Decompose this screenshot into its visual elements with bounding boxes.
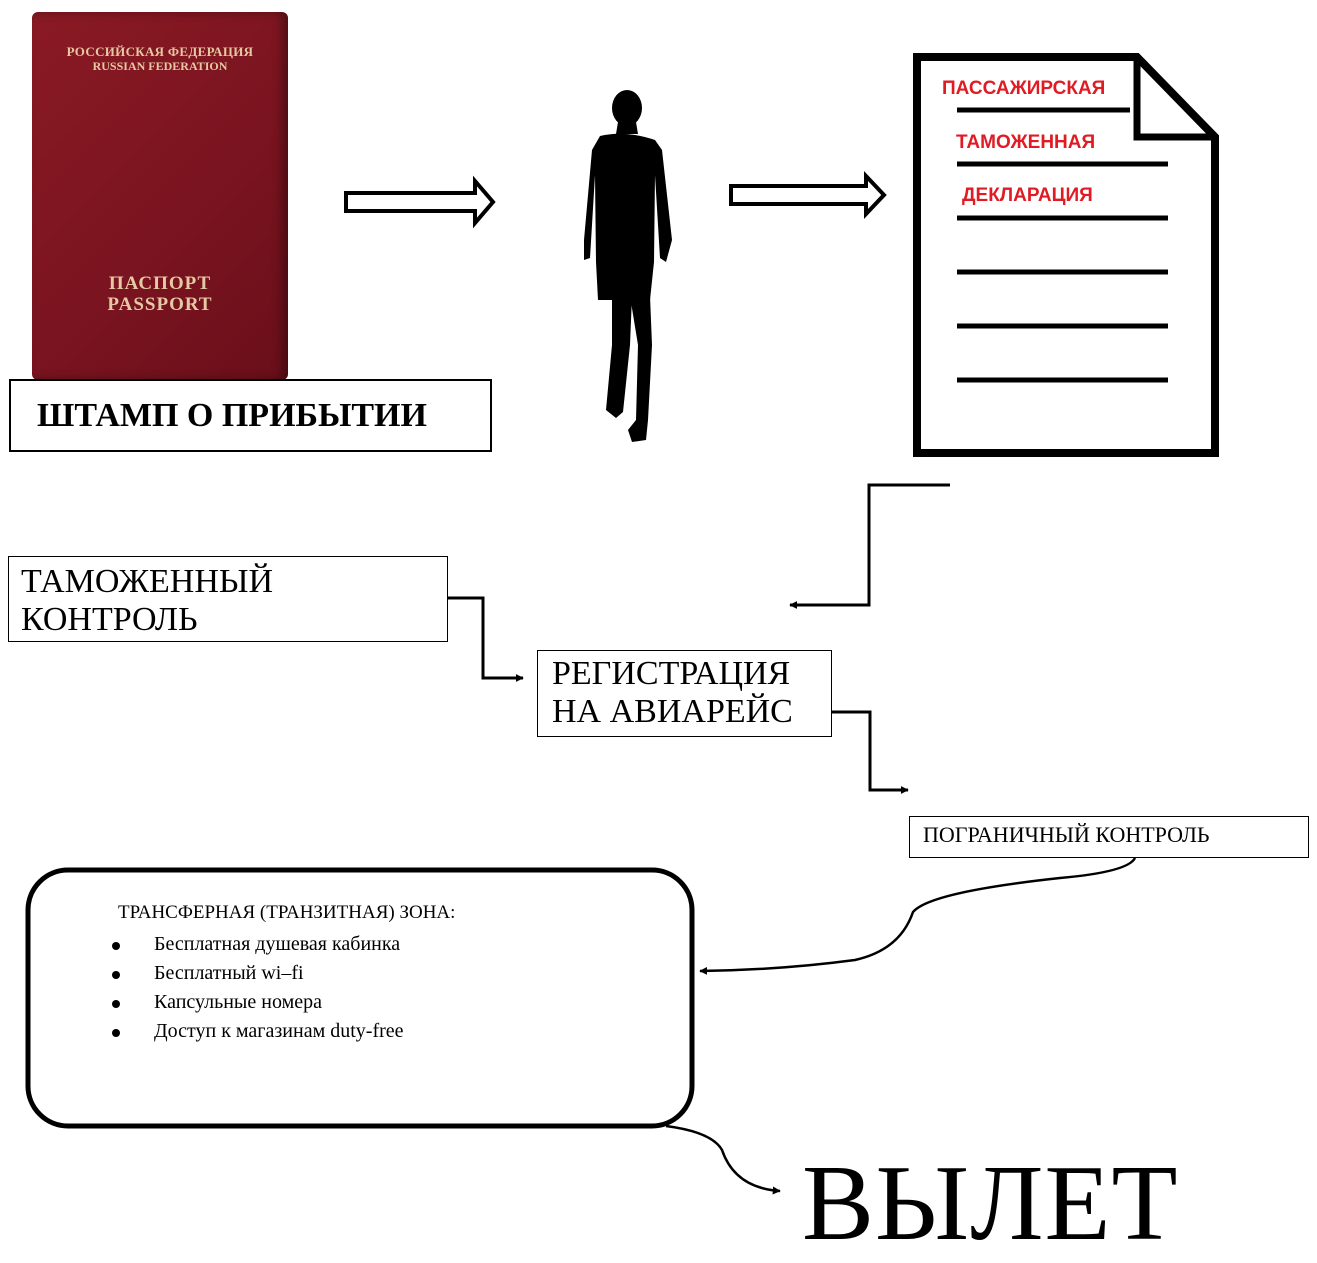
registration-line-1: РЕГИСТРАЦИЯ: [552, 655, 791, 692]
declaration-line-2: ТАМОЖЕННАЯ: [956, 132, 1096, 153]
passport-word-en: PASSPORT: [107, 294, 213, 315]
transfer-zone-item: Бесплатная душевая кабинка: [86, 930, 404, 959]
transfer-zone-list: Бесплатная душевая кабинка Бесплатный wi…: [86, 930, 404, 1046]
flight-registration-box: РЕГИСТРАЦИЯ НА АВИАРЕЙС: [537, 650, 832, 737]
block-arrow-2: [729, 170, 887, 220]
bullet-icon: [112, 971, 120, 979]
transfer-zone-item-text: Доступ к магазинам duty-free: [154, 1020, 404, 1042]
registration-line-2: НА АВИАРЕЙС: [552, 693, 793, 730]
passport-country-ru: РОССИЙСКАЯ ФЕДЕРАЦИЯ: [66, 44, 254, 59]
bullet-icon: [112, 942, 120, 950]
connector-customs-to-registration: [440, 596, 524, 682]
connector-registration-to-border-control: [832, 710, 909, 794]
arrival-stamp-label: ШТАМП О ПРИБЫТИИ: [9, 379, 492, 452]
passport-country-en: RUSSIAN FEDERATION: [92, 59, 228, 73]
border-control-box: ПОГРАНИЧНЫЙ КОНТРОЛЬ: [909, 816, 1309, 858]
block-arrow-1: [344, 175, 496, 229]
document-icon: [913, 53, 1219, 457]
customs-control-line-1: ТАМОЖЕННЫЙ: [21, 563, 274, 600]
connector-declaration-to-registration: [789, 483, 950, 609]
declaration-line-3: ДЕКЛАРАЦИЯ: [962, 185, 1093, 206]
transfer-zone-item: Капсульные номера: [86, 988, 404, 1017]
transfer-zone-item-text: Капсульные номера: [154, 991, 322, 1013]
transfer-zone-item-text: Бесплатная душевая кабинка: [154, 933, 401, 955]
customs-control-line-2: КОНТРОЛЬ: [21, 601, 198, 638]
transfer-zone-item-text: Бесплатный wi–fi: [154, 962, 304, 984]
bullet-icon: [112, 1000, 120, 1008]
transfer-zone-title: ТРАНСФЕРНАЯ (ТРАНЗИТНАЯ) ЗОНА:: [118, 902, 456, 923]
bullet-icon: [112, 1029, 120, 1037]
departure-label: ВЫЛЕТ: [802, 1144, 1179, 1263]
declaration-line-1: ПАССАЖИРСКАЯ: [942, 78, 1106, 99]
customs-control-box: ТАМОЖЕННЫЙ КОНТРОЛЬ: [8, 556, 448, 642]
connector-transfer-zone-to-departure: [665, 1124, 781, 1195]
transfer-zone-box: [25, 867, 695, 1129]
walking-person-silhouette-icon: [584, 90, 672, 442]
connector-border-control-to-transfer-zone: [699, 857, 1137, 975]
passport-word-ru: ПАСПОРТ: [108, 273, 212, 294]
transfer-zone-item: Бесплатный wi–fi: [86, 959, 404, 988]
passport-cover: РОССИЙСКАЯ ФЕДЕРАЦИЯ RUSSIAN FEDERATION …: [32, 12, 288, 380]
transfer-zone-item: Доступ к магазинам duty-free: [86, 1017, 404, 1046]
